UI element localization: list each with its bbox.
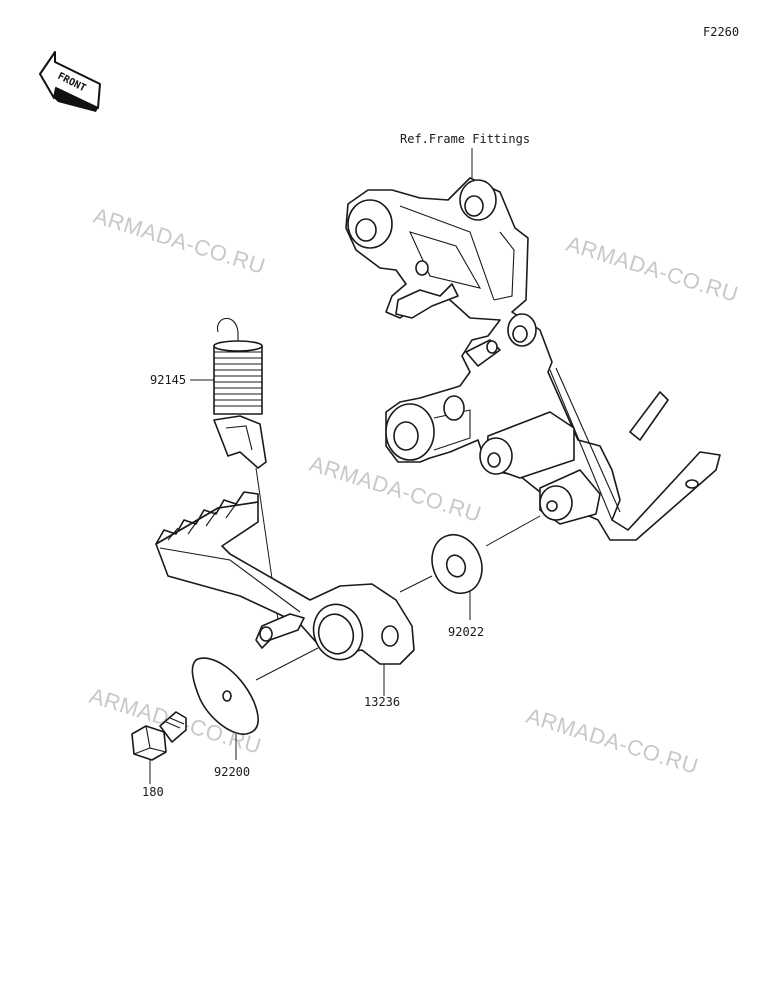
part-label-92145: 92145 xyxy=(150,373,186,387)
part-label-180: 180 xyxy=(142,785,164,799)
frame-bracket xyxy=(345,177,721,541)
spring-92145 xyxy=(213,317,267,469)
brake-pedal-13236 xyxy=(155,491,415,665)
reference-label: Ref.Frame Fittings xyxy=(400,132,530,146)
figure-code: F2260 xyxy=(703,25,739,39)
watermark-3: ARMADA-CO.RU xyxy=(307,451,485,527)
watermark-2: ARMADA-CO.RU xyxy=(564,231,742,307)
part-label-92022: 92022 xyxy=(448,625,484,639)
leader-washer-bushing xyxy=(399,575,433,593)
leader-shaft-washer xyxy=(485,515,541,547)
part-label-92200: 92200 xyxy=(214,765,250,779)
part-label-13236: 13236 xyxy=(364,695,400,709)
leader-washer-pedal xyxy=(255,647,319,681)
front-arrow-icon: FRONT xyxy=(39,51,101,112)
washer-92200 xyxy=(191,657,259,735)
watermark-5: ARMADA-CO.RU xyxy=(524,703,702,779)
washer-92022 xyxy=(431,533,483,595)
bolt-180 xyxy=(131,711,187,761)
watermark-1: ARMADA-CO.RU xyxy=(91,203,269,279)
